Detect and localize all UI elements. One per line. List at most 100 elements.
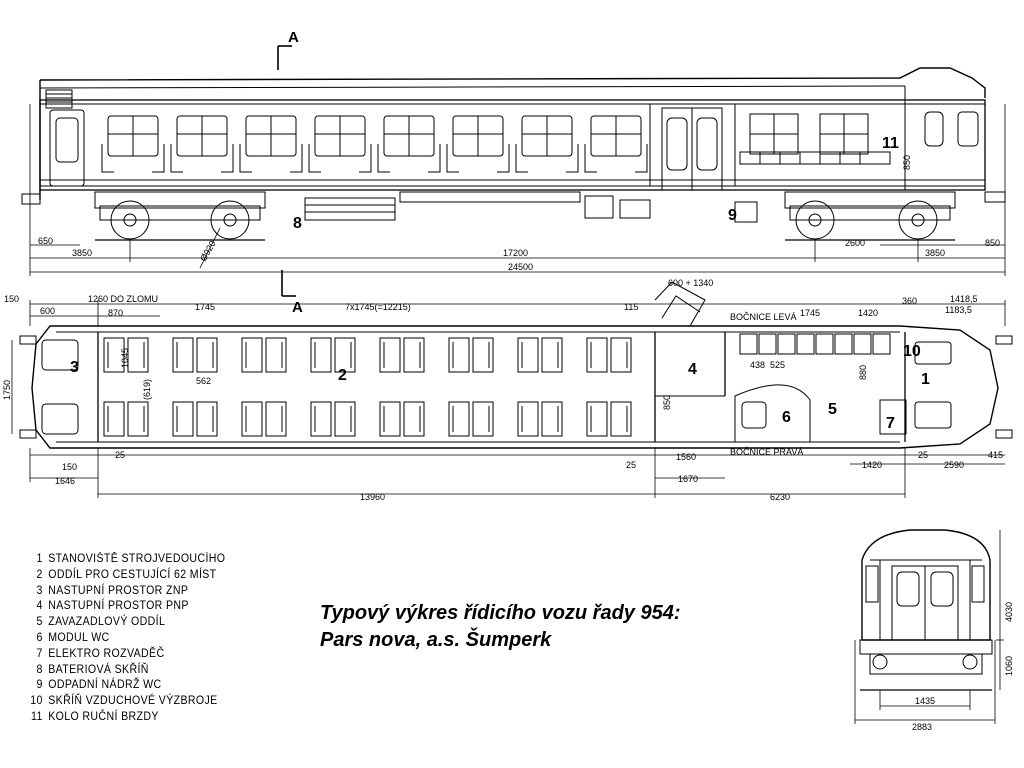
dim-3850-right: 3850 bbox=[925, 248, 945, 258]
luggage-rack bbox=[777, 333, 796, 355]
legend-item-number: 4 bbox=[36, 600, 43, 613]
dim-360: 360 bbox=[902, 296, 917, 306]
seat bbox=[310, 337, 332, 373]
seat bbox=[379, 337, 401, 373]
seat bbox=[517, 337, 539, 373]
dim-1045: 1045 bbox=[120, 348, 130, 368]
dim-562: 562 bbox=[196, 376, 211, 386]
seat bbox=[541, 337, 563, 373]
seat bbox=[127, 337, 149, 373]
legend-item-number: 11 bbox=[30, 710, 43, 723]
seat-profile bbox=[152, 144, 165, 173]
seat-profile bbox=[566, 144, 579, 173]
dim-1750: 1750 bbox=[2, 380, 12, 400]
seat bbox=[517, 401, 539, 437]
dim-600: 600 bbox=[40, 306, 55, 316]
seat-profile bbox=[428, 144, 441, 173]
dim-25-left: 25 bbox=[115, 450, 125, 460]
label-9-side: 9 bbox=[728, 207, 737, 224]
dim-1745-top: 1745 bbox=[195, 302, 215, 312]
seat-profile bbox=[101, 144, 114, 173]
seat-profile bbox=[515, 144, 528, 173]
bogie-left bbox=[95, 200, 265, 241]
drawing-title: Typový výkres řídicího vozu řady 954: Pa… bbox=[320, 600, 681, 654]
dim-1418: 1418,5 bbox=[950, 294, 978, 304]
dim-850-side: 850 bbox=[985, 238, 1000, 248]
dim-438: 438 bbox=[750, 360, 765, 370]
seat-profile bbox=[377, 144, 390, 173]
dim-1260: 1260 DO ZLOMU bbox=[88, 294, 158, 304]
dim-150-top: 150 bbox=[4, 294, 19, 304]
label-1: 1 bbox=[921, 371, 930, 388]
seat-profile bbox=[170, 144, 183, 173]
seat-profile bbox=[497, 144, 510, 173]
dim-2883: 2883 bbox=[912, 722, 932, 732]
legend-item-text: MODUL WC bbox=[48, 631, 110, 644]
seat bbox=[241, 337, 263, 373]
dim-850-cab: 850 bbox=[902, 155, 912, 170]
legend-item-text: STANOVIŠTĚ STROJVEDOUCÍHO bbox=[48, 553, 226, 565]
legend-item-text: BATERIOVÁ SKŘÍŇ bbox=[48, 663, 149, 676]
seat bbox=[265, 401, 287, 437]
dim-600-1340: 600 + 1340 bbox=[668, 278, 713, 288]
luggage-rack bbox=[758, 333, 777, 355]
luggage-rack bbox=[872, 333, 891, 355]
legend-item-text: ODDÍL PRO CESTUJÍCÍ 62 MÍST bbox=[48, 568, 217, 581]
section-mark-bottom: A bbox=[292, 299, 303, 316]
seat bbox=[334, 401, 356, 437]
seat-profile bbox=[635, 144, 648, 173]
seat bbox=[196, 337, 218, 373]
label-6: 6 bbox=[782, 409, 791, 426]
label-4: 4 bbox=[688, 361, 697, 378]
dim-2600: 2600 bbox=[845, 238, 865, 248]
seat bbox=[127, 401, 149, 437]
seat bbox=[586, 401, 608, 437]
seat bbox=[610, 401, 632, 437]
legend-item-number: 6 bbox=[36, 631, 43, 644]
dim-150-bot: 150 bbox=[62, 462, 77, 472]
dim-3850-left: 3850 bbox=[72, 248, 92, 258]
dim-115: 115 bbox=[624, 302, 638, 312]
seat bbox=[586, 337, 608, 373]
label-8-side: 8 bbox=[293, 215, 302, 232]
seat bbox=[541, 401, 563, 437]
title-line-2: Pars nova, a.s. Šumperk bbox=[320, 629, 552, 651]
dim-619: (619) bbox=[142, 379, 152, 400]
seat bbox=[610, 337, 632, 373]
luggage-rack bbox=[834, 333, 853, 355]
legend-item-text: SKŘÍŇ VZDUCHOVÉ VÝZBROJE bbox=[48, 695, 218, 708]
seat bbox=[103, 401, 125, 437]
end-view: 4030 1060 1435 2883 bbox=[854, 529, 1014, 732]
dim-415: 415 bbox=[988, 450, 1003, 460]
legend-item-text: ODPADNÍ NÁDRŽ WC bbox=[48, 679, 162, 692]
luggage-rack bbox=[853, 333, 872, 355]
dim-880: 880 bbox=[858, 365, 868, 380]
seat-profile bbox=[308, 144, 321, 173]
seat bbox=[448, 401, 470, 437]
legend-item-number: 2 bbox=[36, 568, 43, 581]
legend-item-number: 7 bbox=[36, 647, 43, 660]
legend-item-text: ELEKTRO ROZVADĚČ bbox=[48, 647, 165, 660]
seat bbox=[103, 337, 125, 373]
side-right-label: BOČNICE PRAVÁ bbox=[730, 447, 803, 457]
dim-2590: 2590 bbox=[944, 460, 964, 470]
seat bbox=[241, 401, 263, 437]
seat bbox=[472, 337, 494, 373]
dim-17200: 17200 bbox=[503, 248, 528, 258]
label-2: 2 bbox=[338, 367, 347, 384]
seat-profile bbox=[584, 144, 597, 173]
legend-item-number: 5 bbox=[36, 616, 43, 629]
seat-profile bbox=[290, 144, 303, 173]
seat-profile bbox=[221, 144, 234, 173]
dim-1420-top: 1420 bbox=[858, 308, 878, 318]
side-left-label: BOČNICE LEVÁ bbox=[730, 312, 797, 322]
dim-25-right: 25 bbox=[918, 450, 928, 460]
seat bbox=[334, 337, 356, 373]
dim-4030: 4030 bbox=[1004, 602, 1014, 622]
dim-1646: 1646 bbox=[55, 476, 75, 486]
